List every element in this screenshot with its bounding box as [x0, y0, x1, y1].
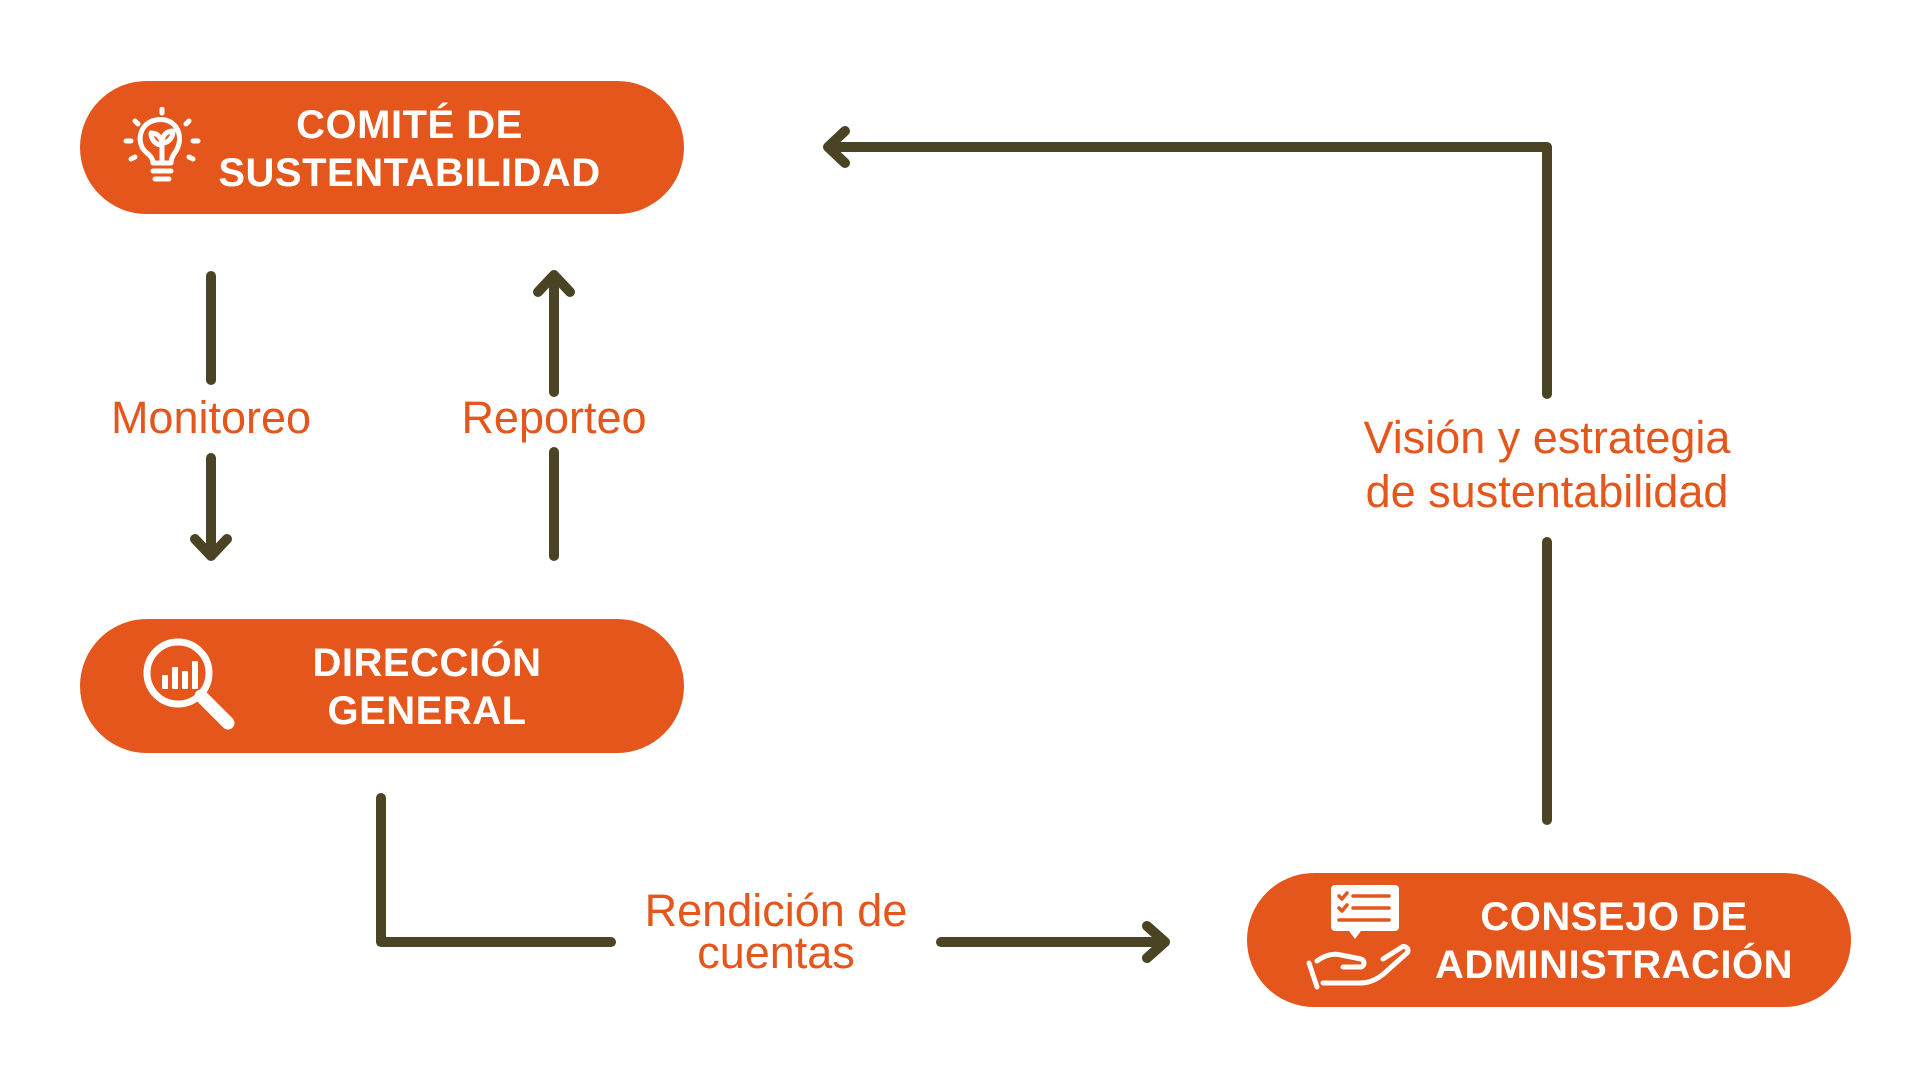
comite-title-line-1: COMITÉ DE: [296, 103, 523, 147]
consejo-title-line-1: CONSEJO DE: [1480, 895, 1748, 939]
rendicion-connector-left: [376, 793, 616, 947]
monitoreo-arrowhead: [190, 534, 232, 561]
consejo-title-line-2: ADMINISTRACIÓN: [1434, 943, 1794, 987]
label-rendicion-cuentas: Rendición de cuentas: [606, 885, 946, 978]
vision-text-line-2: de sustentabilidad: [1365, 466, 1729, 517]
reporteo-arrowhead: [533, 270, 575, 297]
vision-connector-upper: [824, 142, 1552, 399]
comite-title-line-2: SUSTENTABILIDAD: [218, 151, 601, 195]
direccion-title-line-1: DIRECCIÓN: [312, 641, 542, 685]
hand-checklist-icon: [1306, 885, 1411, 990]
magnifier-chart-icon: [143, 638, 235, 730]
rendicion-text-line-1: Rendición de: [644, 885, 908, 936]
lightbulb-plant-icon: [123, 107, 201, 182]
vision-text-line-1: Visión y estrategia: [1363, 412, 1731, 463]
node-direccion-general: DIRECCIÓN GENERAL: [80, 619, 684, 753]
direccion-title-line-2: GENERAL: [327, 689, 527, 733]
node-comite-sustentabilidad: COMITÉ DE SUSTENTABILIDAD: [80, 81, 684, 214]
label-monitoreo: Monitoreo: [71, 391, 351, 445]
vision-arrowhead: [823, 126, 850, 168]
label-vision-estrategia: Visión y estrategia de sustentabilidad: [1317, 411, 1777, 519]
rendicion-text-line-2: cuentas: [697, 927, 855, 978]
monitoreo-text: Monitoreo: [110, 392, 312, 443]
node-consejo-administracion: CONSEJO DE ADMINISTRACIÓN: [1247, 873, 1851, 1007]
reporteo-text: Reporteo: [461, 392, 647, 443]
label-reporteo: Reporteo: [414, 391, 694, 445]
rendicion-arrowhead: [1142, 921, 1170, 963]
